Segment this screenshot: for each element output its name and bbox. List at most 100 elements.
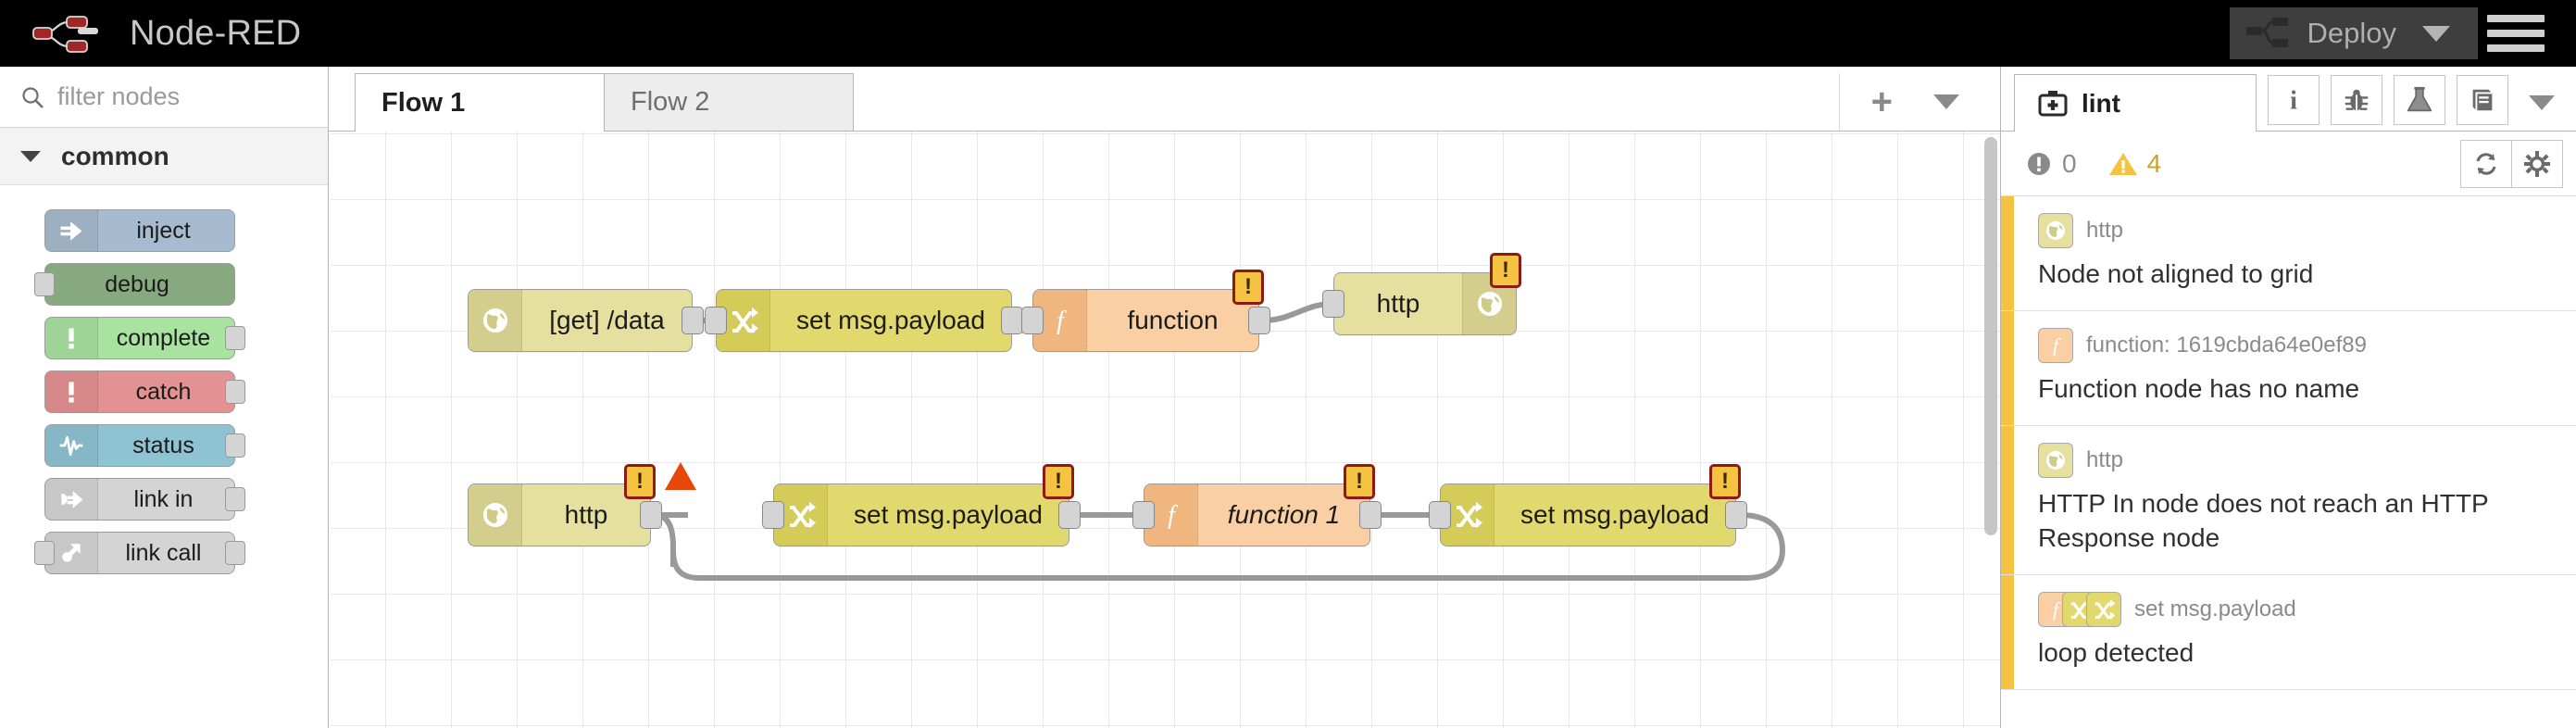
output-port[interactable] [1001, 307, 1023, 334]
shuffle-icon [732, 308, 758, 333]
palette-category-label: common [61, 141, 169, 170]
palette-node-label: complete [116, 324, 211, 351]
node-warning-badge[interactable]: ! [1232, 270, 1264, 305]
lint-item-header: http [2038, 213, 2554, 248]
input-port[interactable] [1322, 290, 1344, 318]
lint-results-list: http Node not aligned to grid f function… [2001, 196, 2576, 690]
lint-item-body: http Node not aligned to grid [2014, 196, 2576, 310]
lint-item-body: f set msg.payload loop detected [2014, 575, 2576, 689]
sidebar-tabbar: lint i [2001, 67, 2576, 132]
svg-text:f: f [1057, 307, 1067, 335]
lint-severity-bar [2001, 425, 2014, 574]
flow-node-http-res-1[interactable]: http ! [1322, 253, 1521, 335]
globe-icon [469, 484, 522, 546]
link-in-icon [45, 479, 98, 520]
lint-item[interactable]: f set msg.payload loop detected [2001, 574, 2576, 690]
search-icon [22, 86, 44, 108]
flow-workspace: Flow 1 Flow 2 + [get] /data [329, 67, 2000, 728]
canvas-left-edge [329, 132, 331, 728]
lint-message: Node not aligned to grid [2038, 259, 2314, 288]
sidebar-more-caret[interactable] [2529, 95, 2555, 110]
node-warning-badge[interactable]: ! [1043, 464, 1074, 499]
input-port[interactable] [1429, 501, 1451, 529]
output-port[interactable] [225, 541, 245, 565]
canvas-vertical-scrollbar[interactable] [1984, 137, 1997, 535]
flow-node-label: function [1127, 306, 1219, 334]
wire-layer [654, 301, 1786, 581]
lint-severity-bar [2001, 310, 2014, 425]
input-port[interactable] [762, 501, 784, 529]
flow-node-function-1[interactable]: f function! [1021, 270, 1270, 352]
palette-node-debug[interactable]: debug [34, 263, 235, 306]
book-icon[interactable] [2457, 75, 2508, 125]
globe-icon [482, 308, 507, 333]
add-flow-button[interactable]: + [1870, 82, 1893, 122]
input-port[interactable] [34, 272, 55, 296]
node-warning-badge[interactable]: ! [624, 464, 656, 499]
tab-flow-2[interactable]: Flow 2 [604, 73, 854, 131]
output-port[interactable] [225, 380, 245, 404]
lint-item[interactable]: f function: 1619cbda64e0ef89 Function no… [2001, 310, 2576, 426]
book [2472, 89, 2493, 111]
i: i [2290, 86, 2297, 115]
main-menu-hamburger[interactable] [2487, 7, 2545, 59]
flow-node-http-in-1[interactable]: [get] /data [468, 289, 704, 352]
info-icon[interactable]: i [2268, 75, 2320, 125]
output-port[interactable] [225, 326, 245, 350]
tab-list-caret[interactable] [1933, 94, 1959, 109]
palette-category-common[interactable]: common [0, 128, 328, 185]
tab-flow-1[interactable]: Flow 1 [355, 73, 605, 132]
input-port[interactable] [1132, 501, 1155, 529]
flow-node-http-in-2[interactable]: http! [468, 462, 696, 546]
output-port[interactable] [1058, 501, 1081, 529]
refresh-icon[interactable] [2460, 139, 2512, 188]
flow-node-change-1[interactable]: set msg.payload [705, 289, 1023, 352]
flow-tabs: Flow 1 Flow 2 [355, 66, 854, 132]
bug [2345, 89, 2369, 111]
loop-wire [670, 512, 1786, 581]
input-port[interactable] [705, 307, 727, 334]
node-warning-badge[interactable]: ! [1709, 464, 1741, 499]
palette-node-inject[interactable]: inject [44, 209, 235, 252]
deploy-label: Deploy [2307, 17, 2397, 49]
output-port[interactable] [1725, 501, 1747, 529]
tab-label: Flow 1 [381, 87, 466, 118]
output-port[interactable] [225, 433, 245, 458]
input-port[interactable] [34, 541, 55, 565]
bug-icon[interactable] [2331, 75, 2382, 125]
lint-item[interactable]: http Node not aligned to grid [2001, 196, 2576, 311]
globe-icon [2038, 442, 2073, 478]
fx-icon: f [2053, 334, 2061, 357]
flow-node-change-3[interactable]: set msg.payload! [1429, 464, 1747, 546]
hamburger-bar [2487, 15, 2545, 22]
output-port[interactable] [682, 307, 704, 334]
lint-item[interactable]: http HTTP In node does not reach an HTTP… [2001, 425, 2576, 575]
app-header: Node-RED Deploy [0, 0, 2576, 67]
gear-icon[interactable] [2511, 139, 2563, 188]
deploy-dropdown-caret[interactable] [2422, 25, 2450, 42]
output-port[interactable] [225, 487, 245, 511]
filter-nodes-input[interactable] [57, 82, 289, 111]
flow-node-change-2[interactable]: set msg.payload! [762, 464, 1081, 546]
flask-icon[interactable] [2394, 75, 2445, 125]
svg-text:i: i [2290, 86, 2297, 115]
palette-node-complete[interactable]: complete [44, 317, 245, 359]
warning-triangle-icon [2108, 152, 2137, 175]
fx-icon: f [2038, 327, 2073, 363]
input-port[interactable] [1021, 307, 1044, 334]
node-warning-badge[interactable]: ! [1490, 253, 1521, 288]
palette-node-catch[interactable]: catch [44, 370, 245, 413]
lint-severity-bar [2001, 574, 2014, 689]
tab-lint[interactable]: lint [2014, 74, 2257, 132]
output-port[interactable] [640, 501, 662, 529]
palette-search-bar[interactable] [0, 67, 328, 128]
output-port[interactable] [1359, 501, 1382, 529]
deploy-button[interactable]: Deploy [2229, 7, 2478, 59]
palette-node-link-call[interactable]: link call [34, 532, 245, 574]
palette-node-link-in[interactable]: link in [44, 478, 245, 521]
output-port[interactable] [1248, 307, 1270, 334]
palette-node-status[interactable]: status [44, 424, 245, 467]
node-warning-badge[interactable]: ! [1344, 464, 1375, 499]
